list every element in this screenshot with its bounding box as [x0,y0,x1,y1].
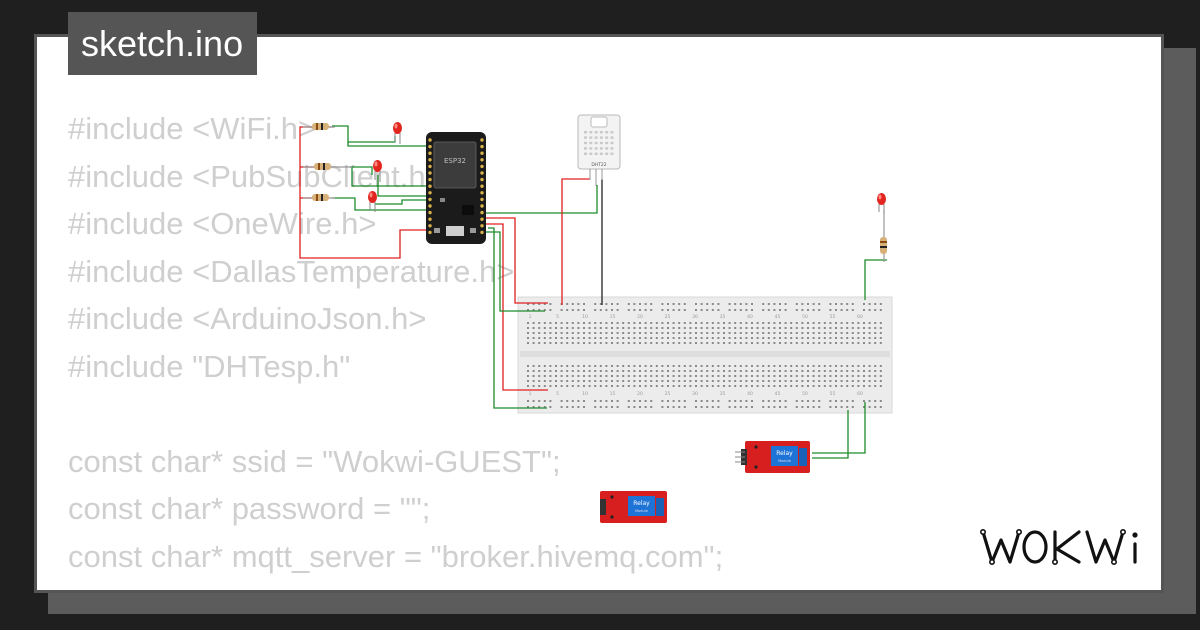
wire [350,166,373,175]
wire [350,166,428,187]
wire [375,199,428,205]
column-label: 15 [610,391,616,397]
column-label: 20 [637,391,643,397]
relay-label: Relay [633,500,650,507]
code-line: #include <DallasTemperature.h> [68,253,515,289]
column-label: 35 [720,391,726,397]
wire [332,125,396,143]
preview-card: #include <WiFi.h> #include <PubSubClient… [34,34,1164,593]
relay-label: Relay [776,450,793,457]
column-label: 60 [857,314,863,320]
column-label: 50 [802,391,808,397]
dht22-grill [584,131,614,155]
column-label: 25 [665,391,671,397]
column-label: 60 [857,391,863,397]
code-line: const char* mqtt_server = "broker.hivemq… [68,538,724,574]
column-label: 35 [720,314,726,320]
wire [483,223,548,391]
led-red[interactable] [373,160,382,182]
esp32-pins [428,138,484,235]
wire [483,231,545,312]
code-line: const char* ssid = "Wokwi-GUEST"; [68,443,561,479]
led-red[interactable] [368,191,377,212]
breadboard-holes [527,303,882,408]
column-label: 25 [665,314,671,320]
wire [812,410,849,459]
breadboard[interactable]: 1155101015152020252530303535404045455050… [517,296,893,414]
relay-sublabel: Module [635,509,648,513]
leds [368,122,886,214]
resistor[interactable] [303,194,335,201]
column-label: 10 [582,391,588,397]
column-label: 5 [556,391,559,397]
code-editor: #include <WiFi.h> #include <PubSubClient… [68,105,723,580]
relay-module[interactable]: Relay Module [600,491,667,523]
led-red[interactable] [393,122,402,144]
wire [347,142,428,147]
wire [561,178,590,305]
wokwi-logo [979,529,1138,565]
code-line: #include <ArduinoJson.h> [68,301,427,336]
wire [812,402,866,454]
resistor[interactable] [880,210,887,262]
code-line: #include "DHTesp.h" [68,348,351,384]
esp32-label: ESP32 [444,157,466,165]
led-red[interactable] [877,193,886,214]
column-label: 45 [775,391,781,397]
column-label: 15 [610,314,616,320]
dht22-label: DHT22 [591,162,606,168]
circuit-diagram[interactable]: 1155101015152020252530303535404045455050… [37,37,1161,590]
column-label: 50 [802,314,808,320]
column-label: 1 [529,314,532,320]
breadboard-column-labels: 1155101015152020252530303535404045455050… [529,314,863,397]
resistor[interactable] [303,163,352,170]
dht22-sensor[interactable]: DHT22 [577,114,621,186]
wire [864,259,887,300]
wire [377,175,428,197]
wire [483,185,598,214]
resistor[interactable] [303,123,335,130]
wire [483,217,548,304]
column-label: 1 [529,391,532,397]
code-line: #include <OneWire.h> [68,206,377,241]
code-line: #include <WiFi.h> [68,111,317,146]
relay-module[interactable]: Relay Module [735,441,810,473]
esp32-board[interactable]: ESP32 [426,132,486,244]
column-label: 30 [692,391,698,397]
column-label: 45 [775,314,781,320]
column-label: 30 [692,314,698,320]
column-label: 10 [582,314,588,320]
column-label: 55 [830,391,836,397]
resistors [303,123,887,262]
column-label: 20 [637,314,643,320]
code-line: const char* password = ""; [68,491,431,526]
column-label: 55 [830,314,836,320]
file-tab[interactable]: sketch.ino [68,12,258,75]
relay-sublabel: Module [778,459,791,463]
column-label: 40 [747,314,753,320]
column-label: 5 [556,314,559,320]
column-label: 40 [747,391,753,397]
wire [332,197,428,211]
wire [488,227,547,409]
